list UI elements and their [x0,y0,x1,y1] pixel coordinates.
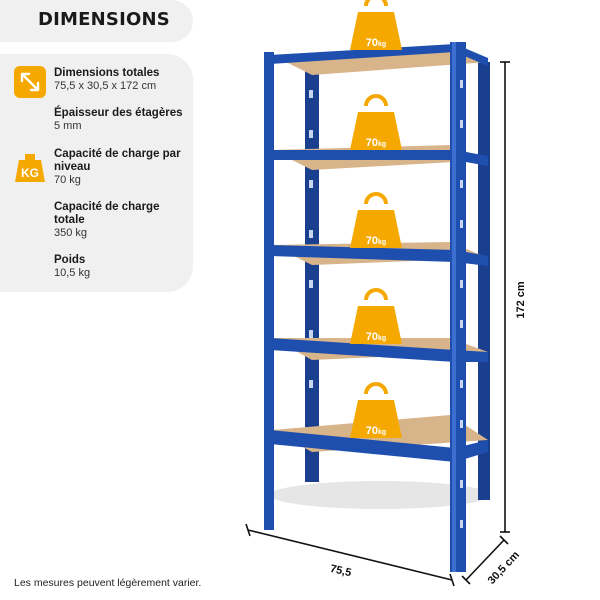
spec-value: 5 mm [54,120,82,132]
spec-label: Capacité de charge totale [54,201,160,226]
weight-badge: 70kg [350,382,402,438]
spec-weight: Poids 10,5 kg [54,254,190,280]
back-right-post [478,62,490,500]
spec-value: 70 kg [54,174,81,186]
weight-badge: 70kg [350,192,402,248]
spec-label: Dimensions totales [54,67,160,79]
weight-badge-text: 70kg [366,235,386,247]
spec-total-load: Capacité de charge totale 350 kg [54,201,190,240]
title-panel: DIMENSIONS [0,0,193,42]
shelf-beams [270,44,488,462]
width-label: 75,5 [329,563,353,580]
spec-label: Épaisseur des étagères [54,107,183,119]
spec-label: Capacité de charge par niveau [54,148,181,173]
weight-badge-text: 70kg [366,425,386,437]
weight-badges: 70kg 70kg 70kg 70kg 70kg [350,0,402,438]
back-left-post [305,62,319,482]
diagonal-arrow-icon [14,66,46,98]
kg-weight-icon: KG [15,154,45,182]
spec-value: 10,5 kg [54,267,91,279]
front-left-post [264,52,274,530]
weight-badge-text: 70kg [366,331,386,343]
spec-label: Poids [54,254,86,266]
weight-badge: 70kg [350,0,402,50]
weight-badge-text: 70kg [366,137,386,149]
page-title: DIMENSIONS [38,9,170,30]
specs-panel: KG Dimensions totales 75,5 x 30,5 x 172 … [0,54,193,292]
height-label: 172 cm [515,281,527,319]
dimension-lines [245,61,510,587]
spec-value: 75,5 x 30,5 x 172 cm [54,80,157,92]
weight-badge: 70kg [350,288,402,344]
spec-value: 350 kg [54,227,88,239]
weight-badge-text: 70kg [366,37,386,49]
spec-thickness: Épaisseur des étagères 5 mm [54,107,190,133]
kg-icon-text: KG [21,166,39,180]
spec-dimensions: Dimensions totales 75,5 x 30,5 x 172 cm [54,67,190,93]
spec-load-per-level: Capacité de charge par niveau 70 kg [54,148,190,187]
weight-badge: 70kg [350,94,402,150]
footnote: Les mesures peuvent légèrement varier. [14,577,202,589]
